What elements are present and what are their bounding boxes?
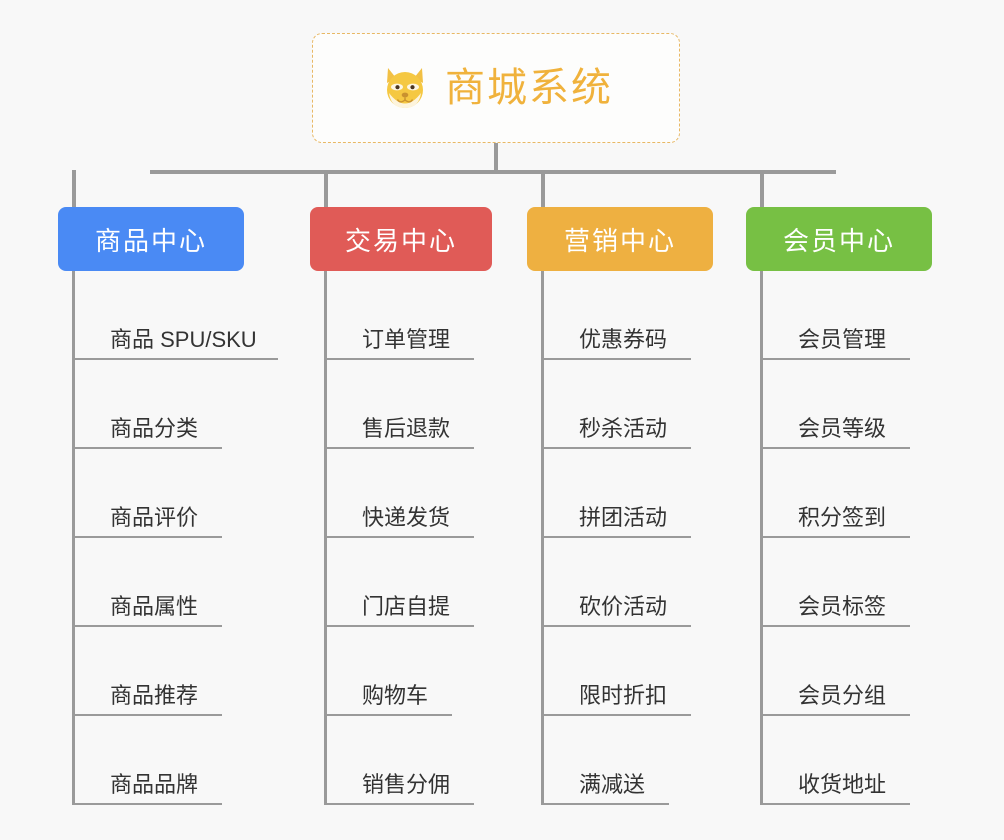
- leaf-item-label: 商品 SPU/SKU: [110, 327, 257, 352]
- leaf-item-label: 购物车: [362, 683, 429, 708]
- leaf-item-label: 拼团活动: [579, 505, 668, 530]
- category-label: 交易中心: [344, 225, 457, 256]
- leaf-item-label: 限时折扣: [579, 683, 668, 708]
- leaf-item-label: 售后退款: [362, 416, 451, 441]
- leaf-item-label: 快递发货: [362, 505, 451, 530]
- leaf-item-underline: [541, 803, 669, 805]
- leaf-item-label: 积分签到: [798, 505, 887, 530]
- category-label: 营销中心: [563, 225, 676, 256]
- leaf-item[interactable]: 商品评价: [72, 449, 222, 538]
- category-box-1[interactable]: 商品中心: [58, 207, 244, 271]
- leaf-item-underline: [324, 447, 474, 449]
- branch-spine: [760, 271, 763, 805]
- leaf-item-underline: [541, 358, 691, 360]
- root-node-title: 商城系统: [445, 66, 613, 110]
- leaf-item-underline: [541, 536, 691, 538]
- leaf-item-label: 商品品牌: [110, 772, 199, 797]
- leaf-item[interactable]: 门店自提: [324, 538, 474, 627]
- leaf-item[interactable]: 订单管理: [324, 271, 474, 360]
- leaf-item-underline: [760, 803, 910, 805]
- connector-drop-4: [760, 170, 764, 208]
- leaf-item-label: 会员分组: [798, 683, 887, 708]
- leaf-item-label: 订单管理: [362, 327, 451, 352]
- leaf-item-underline: [324, 536, 474, 538]
- leaf-item-underline: [760, 447, 910, 449]
- leaf-item-label: 商品属性: [110, 594, 199, 619]
- leaf-item[interactable]: 商品分类: [72, 360, 222, 449]
- leaf-item[interactable]: 限时折扣: [541, 627, 691, 716]
- leaf-item[interactable]: 收货地址: [760, 716, 910, 805]
- leaf-item[interactable]: 优惠券码: [541, 271, 691, 360]
- leaf-item-underline: [72, 536, 222, 538]
- leaf-item-label: 商品分类: [110, 416, 199, 441]
- leaf-item-label: 优惠券码: [579, 327, 668, 352]
- leaf-item[interactable]: 商品属性: [72, 538, 222, 627]
- leaf-item-label: 满减送: [579, 772, 646, 797]
- leaf-item-underline: [324, 358, 474, 360]
- leaf-item[interactable]: 秒杀活动: [541, 360, 691, 449]
- category-box-4[interactable]: 会员中心: [746, 207, 932, 271]
- leaf-item-label: 收货地址: [798, 772, 887, 797]
- category-label: 商品中心: [94, 225, 207, 256]
- leaf-item-label: 会员等级: [798, 416, 887, 441]
- branch-spine: [324, 271, 327, 805]
- leaf-item-label: 会员标签: [798, 594, 887, 619]
- leaf-item-underline: [760, 358, 910, 360]
- leaf-item-underline: [760, 536, 910, 538]
- leaf-item-underline: [72, 714, 222, 716]
- connector-drop-2: [324, 170, 328, 208]
- connector-drop-1: [72, 170, 76, 208]
- connector-horizontal-bus: [150, 170, 836, 174]
- leaf-item-label: 商品评价: [110, 505, 199, 530]
- leaf-item-underline: [541, 714, 691, 716]
- leaf-item[interactable]: 商品 SPU/SKU: [72, 271, 278, 360]
- leaf-item[interactable]: 购物车: [324, 627, 452, 716]
- leaf-item-label: 销售分佣: [362, 772, 451, 797]
- leaf-item[interactable]: 销售分佣: [324, 716, 474, 805]
- connector-root-stem: [494, 143, 498, 172]
- leaf-item-label: 商品推荐: [110, 683, 199, 708]
- leaf-item-underline: [541, 447, 691, 449]
- leaf-item[interactable]: 商品推荐: [72, 627, 222, 716]
- leaf-item-underline: [72, 625, 222, 627]
- leaf-item-label: 秒杀活动: [579, 416, 668, 441]
- branch-spine: [541, 271, 544, 805]
- shiba-dog-face-icon: [379, 64, 431, 112]
- leaf-item-underline: [72, 447, 222, 449]
- category-label: 会员中心: [782, 225, 895, 256]
- leaf-item[interactable]: 会员管理: [760, 271, 910, 360]
- category-box-2[interactable]: 交易中心: [310, 207, 492, 271]
- leaf-item[interactable]: 拼团活动: [541, 449, 691, 538]
- leaf-item[interactable]: 会员标签: [760, 538, 910, 627]
- leaf-item[interactable]: 商品品牌: [72, 716, 222, 805]
- category-box-3[interactable]: 营销中心: [527, 207, 713, 271]
- leaf-item-label: 砍价活动: [579, 594, 668, 619]
- leaf-item-underline: [760, 625, 910, 627]
- root-node-shop-system[interactable]: 商城系统: [312, 33, 680, 143]
- leaf-item-label: 会员管理: [798, 327, 887, 352]
- branch-spine: [72, 271, 75, 805]
- leaf-item-underline: [324, 714, 452, 716]
- connector-drop-3: [541, 170, 545, 208]
- leaf-item-underline: [541, 625, 691, 627]
- leaf-item[interactable]: 积分签到: [760, 449, 910, 538]
- leaf-item[interactable]: 售后退款: [324, 360, 474, 449]
- leaf-item-underline: [324, 803, 474, 805]
- leaf-item[interactable]: 会员分组: [760, 627, 910, 716]
- leaf-item[interactable]: 砍价活动: [541, 538, 691, 627]
- leaf-item-underline: [760, 714, 910, 716]
- leaf-item-underline: [324, 625, 474, 627]
- leaf-item-label: 门店自提: [362, 594, 451, 619]
- leaf-item[interactable]: 快递发货: [324, 449, 474, 538]
- leaf-item-underline: [72, 358, 278, 360]
- leaf-item-underline: [72, 803, 222, 805]
- leaf-item[interactable]: 会员等级: [760, 360, 910, 449]
- leaf-item[interactable]: 满减送: [541, 716, 669, 805]
